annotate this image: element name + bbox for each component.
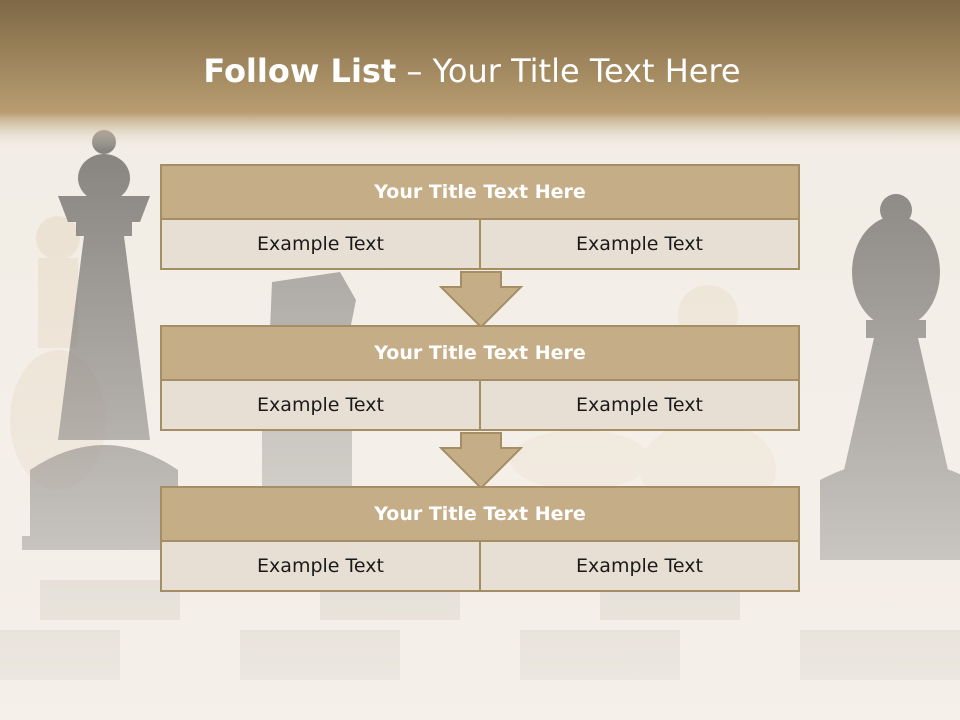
step-box-2: Your Title Text Here Example Text Exampl…: [160, 325, 800, 431]
step-row: Example Text Example Text: [160, 381, 800, 431]
step-title: Your Title Text Here: [160, 486, 800, 542]
down-arrow-1: [439, 271, 523, 329]
slide-title: Follow List – Your Title Text Here: [0, 52, 944, 90]
step-row: Example Text Example Text: [160, 220, 800, 270]
step-row: Example Text Example Text: [160, 542, 800, 592]
down-arrow-2: [439, 432, 523, 490]
step-right-cell: Example Text: [481, 220, 800, 270]
step-box-3: Your Title Text Here Example Text Exampl…: [160, 486, 800, 592]
step-box-1: Your Title Text Here Example Text Exampl…: [160, 164, 800, 270]
step-right-cell: Example Text: [481, 542, 800, 592]
step-title: Your Title Text Here: [160, 325, 800, 381]
slide-title-bold: Follow List: [203, 52, 397, 90]
step-left-cell: Example Text: [160, 381, 481, 431]
step-left-cell: Example Text: [160, 220, 481, 270]
step-right-cell: Example Text: [481, 381, 800, 431]
step-left-cell: Example Text: [160, 542, 481, 592]
slide-title-rest: – Your Title Text Here: [396, 52, 741, 90]
step-title: Your Title Text Here: [160, 164, 800, 220]
